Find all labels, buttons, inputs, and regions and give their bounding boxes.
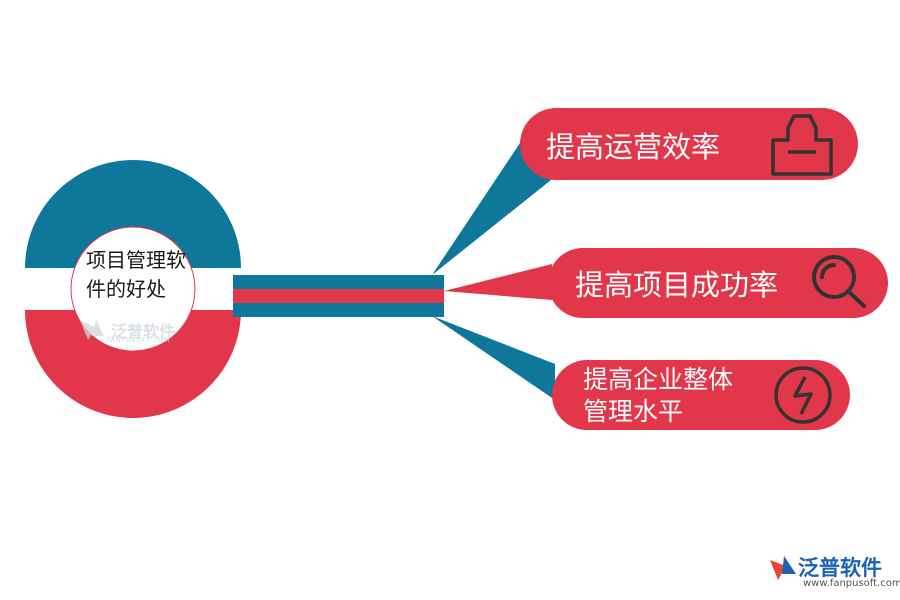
watermark-text: 泛普软件 [111,322,176,341]
watermark-subtext: FANPUSOFT.COM [107,337,171,344]
ring-bottom-half [25,310,241,418]
center-node-label: 项目管理软件的好处 [86,248,186,301]
lightning-icon [774,366,832,424]
branch-node-3 [552,360,850,430]
magnifier-icon [812,255,866,308]
branch-label-1: 提高运营效率 [546,130,721,164]
branch-node-2 [548,248,888,318]
branch-connector-2 [444,264,552,300]
branch-connector-1 [432,140,556,275]
brand-logo-name: 泛普软件 [798,556,882,580]
center-node [70,226,196,352]
branch-connector-3 [432,316,555,400]
box-icon [771,114,833,176]
connector-bar-middle [233,289,444,303]
brand-logo-url: www.fanpusoft.com [803,578,900,589]
connector-bar-top [233,275,444,289]
watermark-logo-icon [80,320,104,340]
branch-label-2: 提高项目成功率 [575,268,779,302]
ring-top-half [25,160,241,268]
brand-logo-icon [770,556,796,580]
branch-label-3: 提高企业整体管理水平 [583,365,734,426]
connector-bar-bottom [233,303,444,317]
